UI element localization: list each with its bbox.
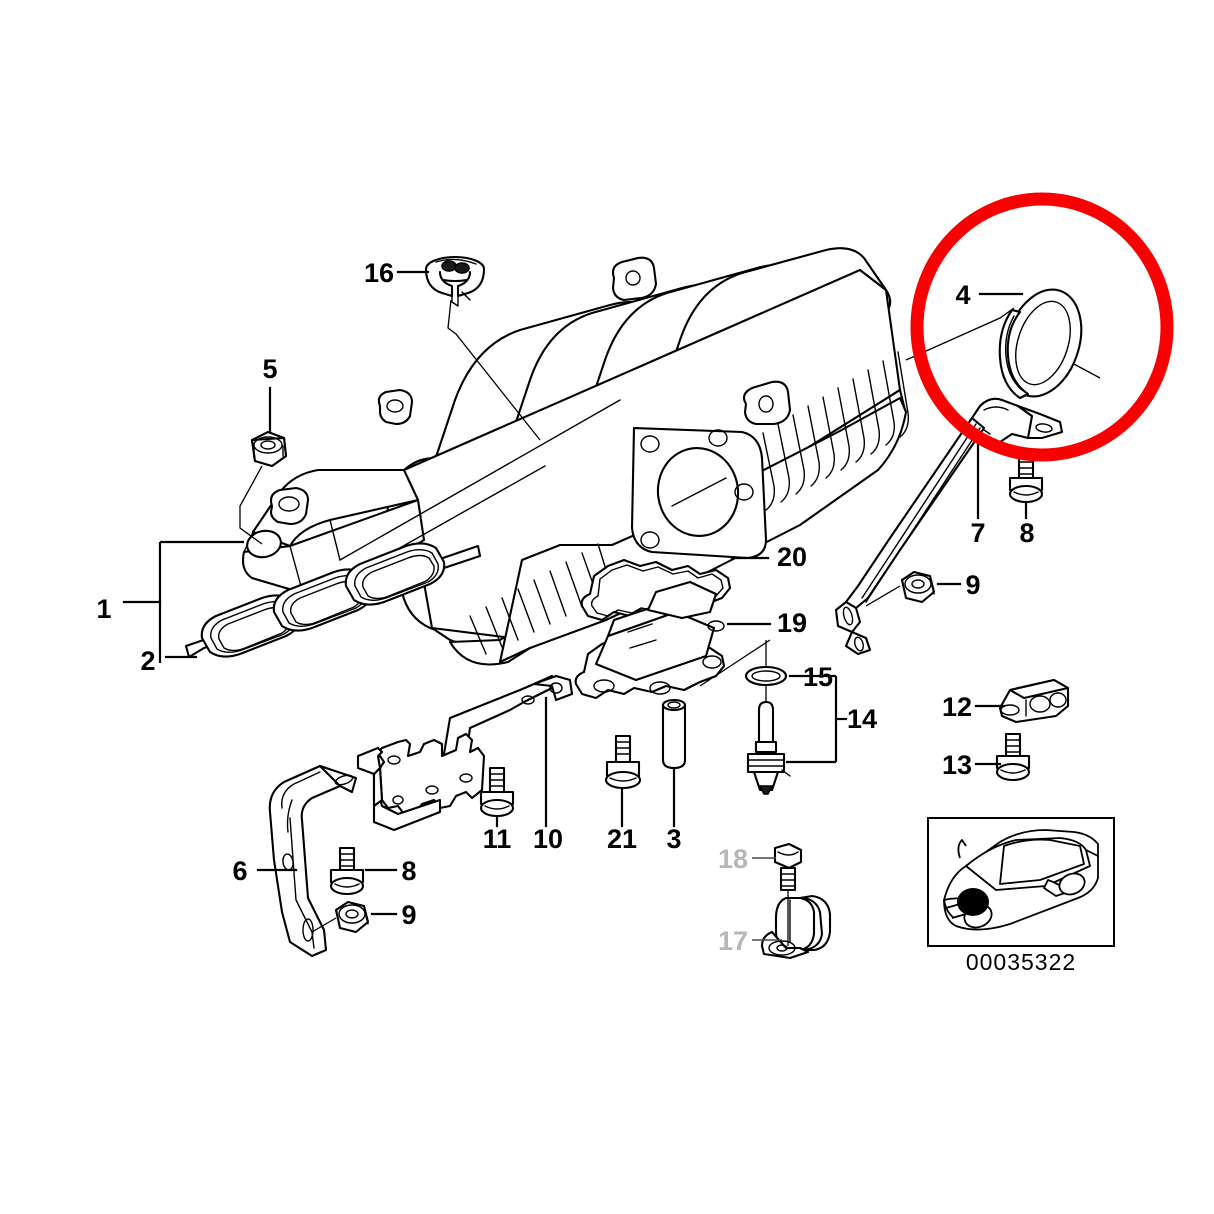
location-marker-dot: [957, 888, 989, 916]
inset-diagram-code: 00035322: [966, 949, 1076, 975]
callout-label-11: 11: [483, 824, 512, 854]
hex-bolt-8-lower: [329, 846, 365, 896]
hex-bolt-18: [773, 842, 803, 892]
callout-label-5: 5: [262, 354, 277, 384]
callout-label-3: 3: [666, 824, 681, 854]
flange-nut-9-lower: [334, 900, 370, 934]
intake-manifold-gasket: [184, 542, 482, 659]
manifold-lower-fins: [469, 543, 613, 655]
o-ring-15: [744, 665, 788, 687]
callout-label-15: 15: [803, 662, 833, 692]
callout-label-18: 18: [718, 844, 748, 874]
manifold-tube-stub: [269, 486, 310, 526]
manifold-mount-boss-top: [611, 256, 658, 302]
manifold-fins: [762, 351, 910, 511]
leader-lines: [122, 270, 1101, 946]
cable-holder-12: [998, 678, 1070, 724]
sealing-ring-4: [998, 288, 1083, 400]
expanding-rivet-16: [424, 255, 486, 307]
callout-label-8: 8: [1019, 518, 1034, 548]
pipe-clamp-17: [760, 894, 832, 960]
callout-label-6: 6: [232, 856, 247, 886]
callout-label-13: 13: [942, 750, 972, 780]
callout-label-12: 12: [942, 692, 972, 722]
callout-label-14: 14: [847, 704, 877, 734]
callout-label-21: 21: [607, 824, 637, 854]
callout-label-8-lower: 8: [401, 856, 416, 886]
idle-control-actuator-19: [574, 580, 726, 700]
hex-nut-5: [250, 430, 288, 468]
callout-label-2: 2: [140, 646, 155, 676]
red-circle-callout: [910, 192, 1174, 462]
manifold-mount-boss-right: [742, 380, 792, 426]
temperature-sensor-14: [746, 700, 791, 795]
support-bracket-6: [268, 764, 358, 958]
callout-label-4: 4: [955, 280, 970, 310]
flange-nut-9-right: [900, 570, 936, 604]
callout-label-17: 17: [718, 926, 748, 956]
callout-label-7: 7: [970, 518, 985, 548]
hex-bolt-8-right: [1008, 454, 1044, 504]
fillister-head-screw-13: [995, 732, 1031, 782]
callout-label-1: 1: [96, 594, 111, 624]
cable-bracket-10: [356, 674, 574, 832]
intake-manifold-assembly: [241, 247, 910, 666]
callout-label-20: 20: [777, 542, 807, 572]
hex-bolt-21: [604, 734, 642, 790]
callout-label-9: 9: [965, 570, 980, 600]
spacer-sleeve-3: [661, 698, 687, 770]
vehicle-location-inset: 00035322: [927, 817, 1115, 975]
callout-label-9-lower: 9: [401, 900, 416, 930]
throttle-body-flange: [630, 426, 768, 560]
callout-label-19: 19: [777, 608, 807, 638]
mounting-bracket-7: [834, 397, 1064, 656]
callout-labels: 1 2 3 4 5 6 7 8 9 10 11 12 13 14 15 16 1…: [96, 258, 1034, 956]
hex-bolt-11: [479, 766, 515, 818]
callout-label-16: 16: [364, 258, 394, 288]
callout-label-10: 10: [533, 824, 563, 854]
